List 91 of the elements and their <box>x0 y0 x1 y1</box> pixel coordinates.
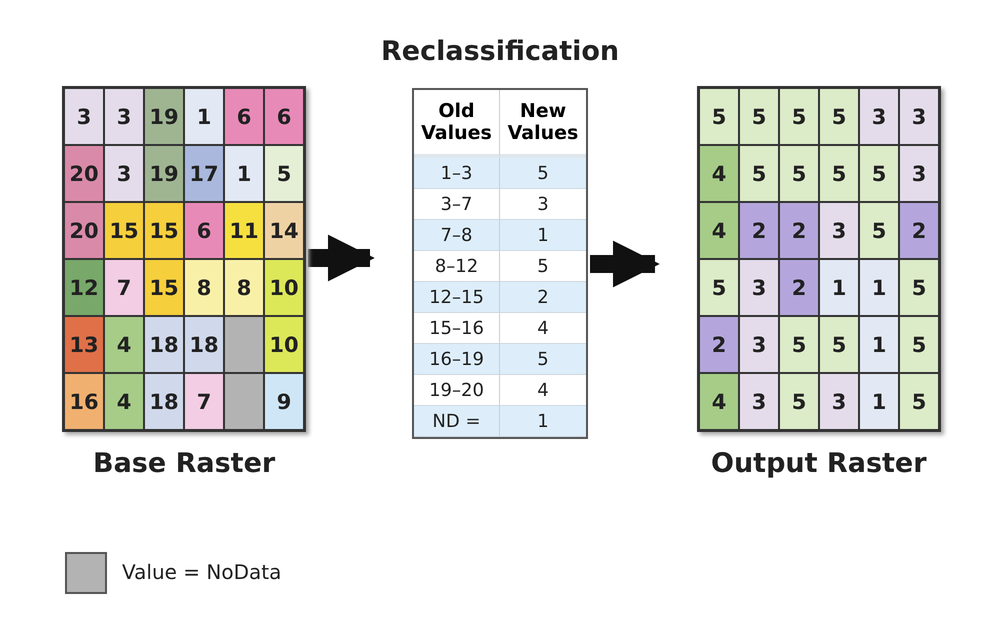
raster-cell: 3 <box>104 88 144 145</box>
raster-cell: 2 <box>699 316 739 373</box>
raster-cell: 5 <box>264 145 304 202</box>
raster-cell: 8 <box>184 259 224 316</box>
raster-cell: 5 <box>779 145 819 202</box>
raster-cell: 6 <box>224 88 264 145</box>
table-cell: 12–15 <box>414 282 500 313</box>
table-cell: 2 <box>500 282 586 313</box>
raster-cell: 7 <box>104 259 144 316</box>
table-cell: ND = <box>414 406 500 437</box>
table-cell: 1–3 <box>414 158 500 189</box>
raster-cell: 5 <box>899 316 939 373</box>
raster-cell: 3 <box>899 145 939 202</box>
raster-cell: 3 <box>64 88 104 145</box>
table-header-cell: Old Values <box>414 90 500 158</box>
raster-cell: 13 <box>64 316 104 373</box>
raster-cell: 2 <box>899 202 939 259</box>
raster-cell: 18 <box>144 373 184 430</box>
table-cell: 19–20 <box>414 375 500 406</box>
raster-cell: 1 <box>859 259 899 316</box>
raster-cell: 10 <box>264 259 304 316</box>
raster-cell: 5 <box>699 88 739 145</box>
raster-cell: 1 <box>224 145 264 202</box>
raster-cell: 1 <box>184 88 224 145</box>
raster-cell: 17 <box>184 145 224 202</box>
raster-cell: 12 <box>64 259 104 316</box>
table-cell: 1 <box>500 220 586 251</box>
raster-cell: 9 <box>264 373 304 430</box>
table-cell: 3–7 <box>414 189 500 220</box>
block-arrow <box>590 240 660 288</box>
raster-cell: 10 <box>264 316 304 373</box>
raster-cell: 5 <box>779 373 819 430</box>
raster-cell: 2 <box>739 202 779 259</box>
raster-cell: 3 <box>739 316 779 373</box>
raster-cell: 3 <box>899 88 939 145</box>
raster-cell: 4 <box>104 316 144 373</box>
raster-cell: 4 <box>699 202 739 259</box>
raster-cell: 4 <box>104 373 144 430</box>
table-cell: 8–12 <box>414 251 500 282</box>
raster-cell: 16 <box>64 373 104 430</box>
raster-cell: 5 <box>739 88 779 145</box>
raster-cell: 5 <box>819 145 859 202</box>
raster-cell: 8 <box>224 259 264 316</box>
raster-cell: 15 <box>144 259 184 316</box>
table-cell: 7–8 <box>414 220 500 251</box>
raster-cell: 15 <box>144 202 184 259</box>
raster-cell: 5 <box>819 88 859 145</box>
raster-cell: 11 <box>224 202 264 259</box>
raster-cell: 5 <box>859 202 899 259</box>
raster-cell: 5 <box>859 145 899 202</box>
raster-cell: 2 <box>779 259 819 316</box>
raster-cell: 1 <box>859 373 899 430</box>
raster-cell: 5 <box>819 316 859 373</box>
table-cell: 1 <box>500 406 586 437</box>
raster-cell: 2 <box>779 202 819 259</box>
table-cell: 5 <box>500 158 586 189</box>
raster-cell: 5 <box>779 316 819 373</box>
raster-cell: 5 <box>899 259 939 316</box>
table-cell: 16–19 <box>414 344 500 375</box>
raster-cell: 1 <box>859 316 899 373</box>
raster-cell: 5 <box>899 373 939 430</box>
raster-cell: 20 <box>64 145 104 202</box>
raster-cell: 18 <box>184 316 224 373</box>
raster-cell: 6 <box>184 202 224 259</box>
table-cell: 15–16 <box>414 313 500 344</box>
raster-cell: 3 <box>739 259 779 316</box>
raster-cell: 5 <box>739 145 779 202</box>
raster-cell: 4 <box>699 145 739 202</box>
block-arrow <box>308 234 375 282</box>
raster-cell: 20 <box>64 202 104 259</box>
raster-cell: 6 <box>264 88 304 145</box>
raster-cell: 5 <box>699 259 739 316</box>
legend-text: Value = NoData <box>122 560 282 584</box>
raster-cell: 3 <box>104 145 144 202</box>
raster-caption: Base Raster <box>93 448 276 479</box>
raster-cell: 1 <box>819 259 859 316</box>
raster-cell: 19 <box>144 88 184 145</box>
raster-cell: 15 <box>104 202 144 259</box>
table-title: Reclassification <box>381 36 620 67</box>
raster-cell: 5 <box>779 88 819 145</box>
raster-cell: 3 <box>739 373 779 430</box>
raster-cell: 19 <box>144 145 184 202</box>
raster-cell: 3 <box>819 202 859 259</box>
raster-caption: Output Raster <box>711 448 927 479</box>
raster-cell: 3 <box>859 88 899 145</box>
raster-cell: 14 <box>264 202 304 259</box>
raster-cell: 3 <box>819 373 859 430</box>
raster-cell: 7 <box>184 373 224 430</box>
raster-cell: 18 <box>144 316 184 373</box>
raster-cell: 4 <box>699 373 739 430</box>
table-cell: 5 <box>500 344 586 375</box>
